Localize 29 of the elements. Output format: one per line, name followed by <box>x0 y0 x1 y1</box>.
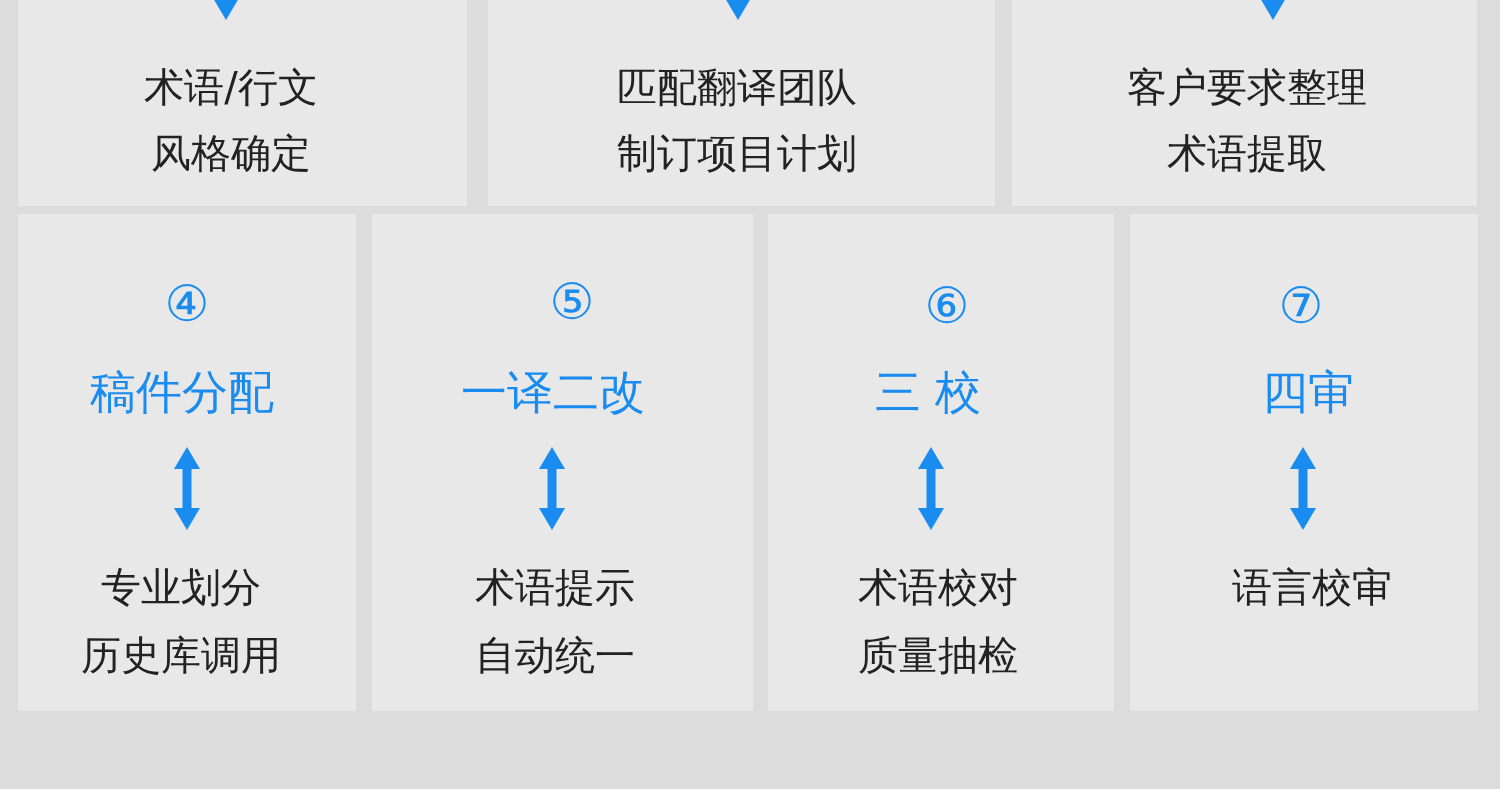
step-number: ⑥ <box>924 278 970 334</box>
step-title: 四审 <box>1262 364 1354 420</box>
double-arrow <box>1290 447 1316 530</box>
step-description: 客户要求整理术语提取 <box>1127 63 1367 178</box>
step-title: 三 校 <box>874 364 982 420</box>
step-card <box>488 0 995 206</box>
double-arrow <box>174 447 200 530</box>
arrow <box>725 0 751 20</box>
step-card <box>768 214 1114 711</box>
step-title: 稿件分配 <box>90 364 274 420</box>
step-card <box>1012 0 1477 206</box>
step-card <box>18 0 467 206</box>
step-title: 一译二改 <box>461 364 645 420</box>
step-description: 术语/行文风格确定 <box>144 63 318 178</box>
step-number: ⑦ <box>1278 278 1324 334</box>
arrow <box>213 0 239 20</box>
step-description: 术语提示自动统一 <box>475 553 635 689</box>
step-number: ④ <box>164 276 210 332</box>
step-description: 语言校审 <box>1232 553 1392 621</box>
step-description: 匹配翻译团队制订项目计划 <box>617 63 857 178</box>
step-number: ⑤ <box>549 274 595 330</box>
step-card <box>1130 214 1478 711</box>
step-card <box>18 214 356 711</box>
step-card <box>372 214 753 711</box>
double-arrow <box>918 447 944 530</box>
step-description: 专业划分历史库调用 <box>81 553 281 689</box>
arrow <box>1260 0 1286 20</box>
step-description: 术语校对质量抽检 <box>858 553 1018 689</box>
double-arrow <box>539 447 565 530</box>
